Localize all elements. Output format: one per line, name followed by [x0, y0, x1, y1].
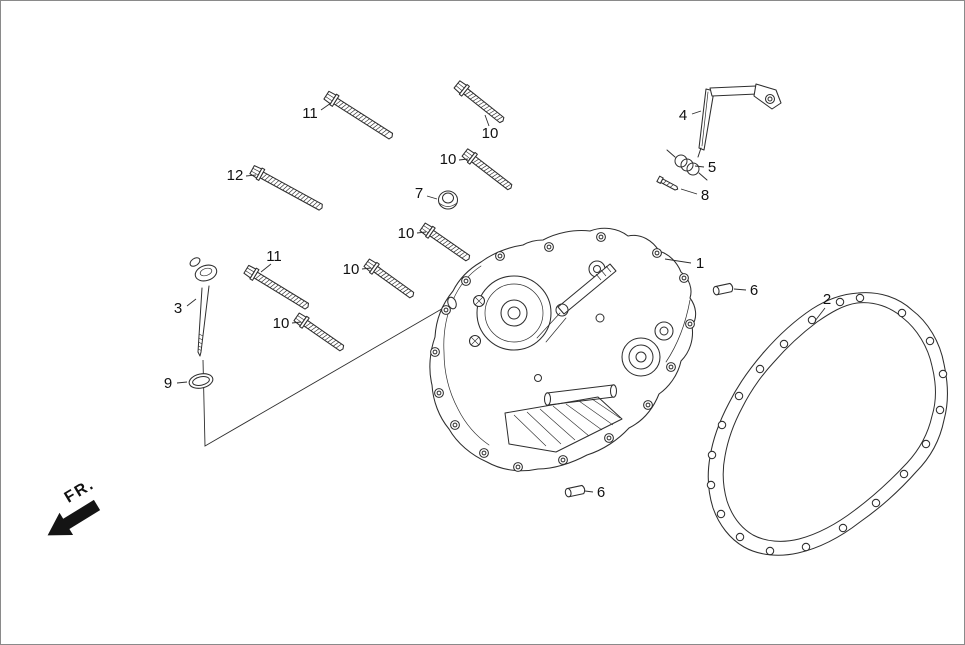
- part-label-1: 1: [696, 255, 704, 272]
- part-label-10a: 10: [482, 125, 499, 142]
- leader-line-part-6b: [584, 490, 594, 493]
- dipstick-level-marks: [197, 333, 204, 351]
- part-label-11a: 11: [302, 105, 318, 122]
- leader-line-part-12: [245, 174, 257, 177]
- gasket-inner-edge: [722, 302, 936, 542]
- screw-part-8: [656, 175, 679, 191]
- labels-layer: 11 10 12 10 7 4 5 8 10 11 10 1 3 10 6 2 9 6: [164, 102, 831, 501]
- interior-hole-b: [595, 313, 605, 323]
- leader-line-part-10c: [416, 231, 427, 234]
- flange-bolt-part-11a: [323, 90, 394, 140]
- part-label-6b: 6: [597, 484, 605, 501]
- secondary-boss-ring: [628, 344, 654, 370]
- part-label-10e: 10: [273, 315, 290, 332]
- leader-line-part-8: [680, 188, 698, 195]
- fr-arrow-icon: [47, 499, 101, 536]
- crankcase-part-1: [429, 227, 697, 472]
- part-label-12: 12: [227, 167, 244, 184]
- dipstick-stem: [197, 285, 210, 353]
- joint-face-line: [443, 265, 490, 446]
- rib-section: [504, 396, 623, 453]
- leader-line-part-3: [186, 298, 197, 307]
- part-label-5: 5: [708, 159, 716, 176]
- leader-line-part-10e: [291, 321, 302, 324]
- seal-cap-part-7: [437, 190, 459, 210]
- part-label-7: 7: [415, 185, 423, 202]
- dipstick-filler-neck: [447, 296, 457, 310]
- part-label-8: 8: [701, 187, 709, 204]
- part-label-10b: 10: [440, 151, 457, 168]
- dipstick-axis-line: [202, 302, 453, 447]
- leader-line-part-9: [176, 381, 188, 384]
- leader-line-part-7: [426, 195, 438, 200]
- flange-bolt-part-10b: [461, 148, 513, 191]
- leader-line-part-5: [694, 165, 705, 168]
- lever-part-4: [697, 83, 782, 158]
- leader-line-part-4: [691, 110, 702, 115]
- leader-line-part-11a: [320, 102, 332, 111]
- gasket-outer-edge: [707, 292, 948, 556]
- part-label-11b: 11: [266, 248, 282, 265]
- leader-line-part-11b: [260, 263, 272, 273]
- flange-bolt-part-12: [249, 165, 323, 211]
- part-label-9: 9: [164, 375, 172, 392]
- dipstick-tip: [197, 351, 202, 357]
- leader-line-part-2: [814, 307, 826, 322]
- flange-bolt-part-10a: [453, 80, 505, 124]
- pins-layer: [564, 282, 734, 498]
- main-bearing-ring: [484, 283, 544, 343]
- crankcase-bolt-holes: [430, 232, 695, 472]
- small-boss-right-bore: [659, 326, 669, 336]
- main-bearing-bore: [507, 306, 521, 320]
- right-contour-line: [665, 299, 691, 363]
- secondary-boss: [621, 337, 661, 377]
- phillips-screw-lower-cross: [470, 336, 480, 346]
- shift-spindle: [536, 263, 617, 343]
- main-bearing-hub: [500, 299, 528, 327]
- interior-hole-a: [534, 374, 542, 382]
- small-boss-top-bore: [593, 265, 601, 273]
- gasket-part-2: [706, 292, 948, 556]
- part-label-6a: 6: [750, 282, 758, 299]
- oil-passage-cylinder: [543, 384, 618, 406]
- lever-arm: [709, 85, 758, 97]
- spring-part-5: [666, 149, 708, 181]
- part-label-10d: 10: [343, 261, 360, 278]
- leader-line-part-10a: [484, 114, 490, 127]
- leader-line-part-10b: [458, 158, 469, 161]
- phillips-screw-upper-cross: [474, 296, 484, 306]
- part-label-2: 2: [823, 291, 831, 308]
- dowel-pin-part-6b: [564, 484, 586, 498]
- gasket-bolt-holes: [706, 293, 948, 556]
- dowel-pin-part-6a: [712, 282, 734, 296]
- leader-line-part-1: [664, 258, 692, 264]
- dipstick-part-3: [189, 257, 218, 357]
- secondary-boss-bore: [635, 351, 647, 363]
- flange-bolt-part-10c: [419, 222, 471, 262]
- dipstick-pull-tab: [189, 257, 201, 267]
- part-label-4: 4: [679, 107, 687, 124]
- part-label-3: 3: [174, 300, 182, 317]
- small-boss-right: [654, 321, 674, 341]
- leader-line-part-6a: [733, 288, 747, 291]
- part-label-10c: 10: [398, 225, 415, 242]
- leader-line-part-10d: [361, 267, 372, 270]
- oring-part-9: [188, 373, 214, 389]
- flange-bolt-part-11b: [243, 264, 309, 310]
